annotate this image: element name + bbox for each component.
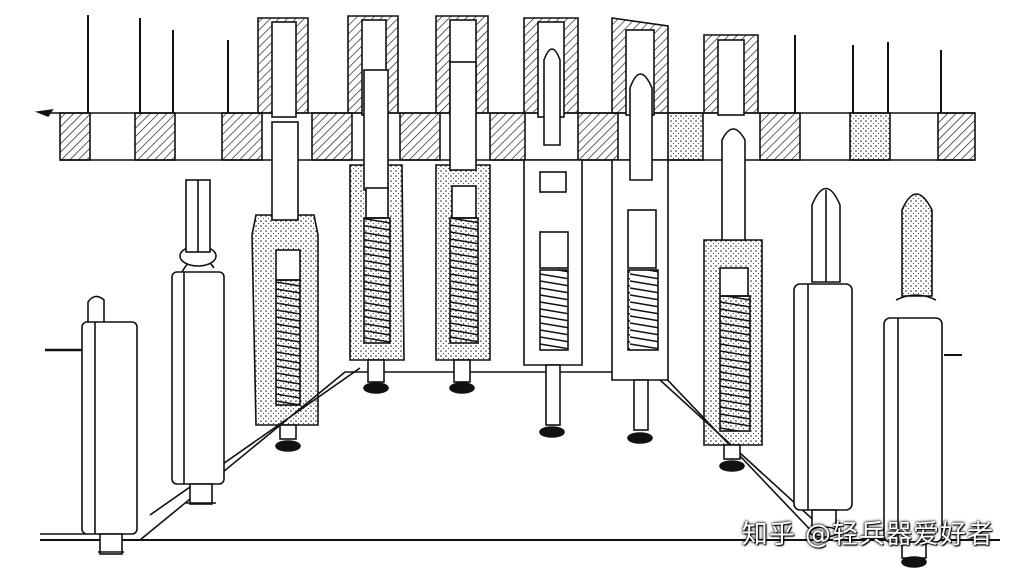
bolt-assembly-4 xyxy=(523,48,583,438)
bolt-assembly-1 xyxy=(251,121,319,452)
cylinder-right-1 xyxy=(793,187,853,538)
bolt-assembly-3 xyxy=(435,61,491,394)
watermark: 知乎 @轻兵器爱好者 xyxy=(741,520,994,550)
bolt-assembly-6 xyxy=(703,128,763,472)
cylinder-left-1 xyxy=(45,295,138,555)
receiver-plate xyxy=(34,108,976,161)
bolt-assembly-5 xyxy=(611,73,669,444)
chamber-blocks xyxy=(257,15,759,118)
guide-rods xyxy=(87,15,942,113)
cylinder-right-2 xyxy=(883,193,962,568)
cylinder-left-2 xyxy=(171,179,225,505)
bolt-assembly-2 xyxy=(349,69,405,394)
